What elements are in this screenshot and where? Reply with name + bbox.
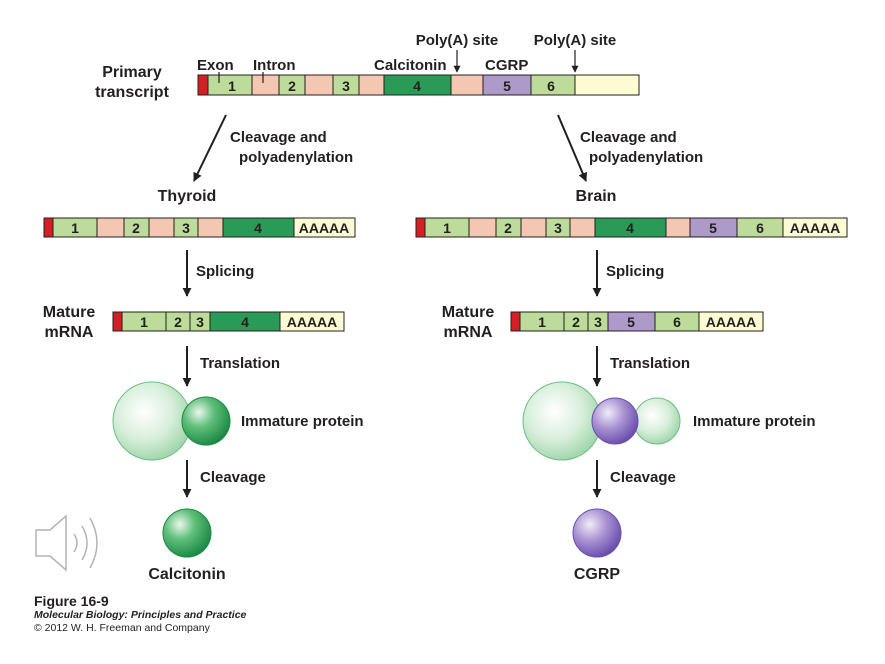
cgrp-exon-label: CGRP xyxy=(485,57,528,74)
svg-text:2: 2 xyxy=(504,220,512,236)
svg-text:1: 1 xyxy=(443,220,451,236)
mature-mrna-right: 1 2 3 5 6 AAAAA xyxy=(510,311,764,332)
intron-label: Intron xyxy=(253,57,296,74)
figure-number: Figure 16-9 xyxy=(34,593,109,609)
svg-text:AAAAA: AAAAA xyxy=(790,220,841,236)
exon-2 xyxy=(278,74,306,96)
svg-text:6: 6 xyxy=(673,314,681,330)
exon-label: Exon xyxy=(197,57,234,74)
polya-site-1-label: Poly(A) site xyxy=(416,32,499,49)
svg-text:3: 3 xyxy=(554,220,562,236)
svg-text:AAAAA: AAAAA xyxy=(706,314,757,330)
calcitonin-product-label: Calcitonin xyxy=(148,566,225,583)
svg-text:5: 5 xyxy=(709,220,717,236)
svg-text:6: 6 xyxy=(756,220,764,236)
primary-transcript-label: Primary transcript xyxy=(95,64,169,101)
svg-text:1: 1 xyxy=(140,314,148,330)
cap xyxy=(197,74,209,96)
svg-text:3: 3 xyxy=(594,314,602,330)
immature-protein-left-label: Immature protein xyxy=(241,413,364,430)
brain-label: Brain xyxy=(576,188,617,205)
svg-text:3: 3 xyxy=(196,314,204,330)
svg-text:1: 1 xyxy=(71,220,79,236)
calcitonin-protein xyxy=(162,508,212,558)
svg-text:4: 4 xyxy=(254,220,262,236)
svg-text:mRNA: mRNA xyxy=(45,324,94,341)
svg-text:2: 2 xyxy=(572,314,580,330)
svg-text:Primary: Primary xyxy=(102,64,162,81)
primary-transcript: 1 2 3 4 5 6 xyxy=(197,74,640,96)
cgrp-product-label: CGRP xyxy=(574,566,621,583)
svg-text:1: 1 xyxy=(538,314,546,330)
mature-mrna-left: 1 2 3 4 AAAAA xyxy=(112,311,345,332)
book-title: Molecular Biology: Principles and Practi… xyxy=(34,609,247,621)
speaker-icon[interactable] xyxy=(35,514,98,572)
svg-text:4: 4 xyxy=(626,220,634,236)
svg-text:2: 2 xyxy=(174,314,182,330)
svg-text:3: 3 xyxy=(182,220,190,236)
cleavage-polyadenylation-left: Cleavage and xyxy=(230,129,327,146)
figure-caption: Figure 16-9 Molecular Biology: Principle… xyxy=(34,594,246,635)
svg-text:AAAAA: AAAAA xyxy=(299,220,350,236)
cleavage-polyadenylation-right: Cleavage and xyxy=(580,129,677,146)
svg-text:transcript: transcript xyxy=(95,84,169,101)
calcitonin-exon-label: Calcitonin xyxy=(374,57,447,74)
svg-text:1: 1 xyxy=(228,78,236,94)
svg-text:6: 6 xyxy=(547,78,555,94)
svg-text:Mature: Mature xyxy=(442,304,495,321)
thyroid-transcript: 1 2 3 4 AAAAA xyxy=(43,217,356,238)
translation-left: Translation xyxy=(200,355,280,372)
cleavage-polyadenylation-right-2: polyadenylation xyxy=(589,149,703,166)
svg-text:Mature: Mature xyxy=(43,304,96,321)
svg-text:mRNA: mRNA xyxy=(444,324,493,341)
cleavage-left: Cleavage xyxy=(200,469,266,486)
translation-right: Translation xyxy=(610,355,690,372)
svg-text:2: 2 xyxy=(288,78,296,94)
immature-protein-right xyxy=(522,381,681,461)
cleavage-arrow-left xyxy=(193,114,227,182)
splicing-right: Splicing xyxy=(606,263,664,280)
svg-text:4: 4 xyxy=(413,78,421,94)
svg-text:3: 3 xyxy=(342,78,350,94)
cleavage-arrow-right xyxy=(557,114,587,182)
svg-text:2: 2 xyxy=(132,220,140,236)
splicing-left: Splicing xyxy=(196,263,254,280)
mature-mrna-right-label: Mature mRNA xyxy=(442,304,495,341)
svg-text:5: 5 xyxy=(627,314,635,330)
immature-protein-right-label: Immature protein xyxy=(693,413,816,430)
exon-3 xyxy=(332,74,360,96)
mature-mrna-left-label: Mature mRNA xyxy=(43,304,96,341)
copyright: © 2012 W. H. Freeman and Company xyxy=(34,622,210,634)
svg-text:4: 4 xyxy=(241,314,249,330)
cleavage-right: Cleavage xyxy=(610,469,676,486)
cgrp-protein xyxy=(572,508,622,558)
svg-text:5: 5 xyxy=(503,78,511,94)
tail-region xyxy=(574,74,640,96)
immature-protein-left xyxy=(112,381,231,461)
polya-site-2-label: Poly(A) site xyxy=(534,32,617,49)
exon-4 xyxy=(383,74,452,96)
thyroid-label: Thyroid xyxy=(158,188,217,205)
brain-transcript: 1 2 3 4 5 6 AAAAA xyxy=(415,217,848,238)
svg-text:AAAAA: AAAAA xyxy=(287,314,338,330)
cleavage-polyadenylation-left-2: polyadenylation xyxy=(239,149,353,166)
